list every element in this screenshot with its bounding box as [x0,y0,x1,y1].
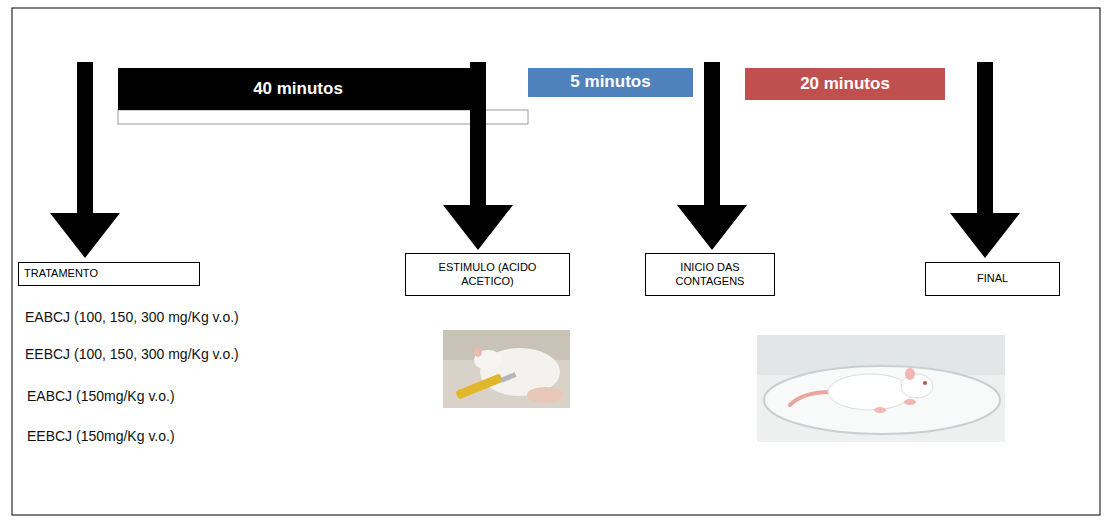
treatment-label: EEBCJ (150mg/Kg v.o.) [27,428,175,444]
node-text: TRATAMENTO [24,267,98,280]
frame [12,8,1100,515]
time-band: 5 minutos [528,68,693,97]
step-box: ESTIMULO (ACIDO ACETICO) [405,253,570,296]
node-text: 5 minutos [570,72,650,92]
time-band: 20 minutos [745,68,945,100]
treatment-label: EABCJ (100, 150, 300 mg/Kg v.o.) [25,309,239,325]
node-text: 20 minutos [800,74,890,94]
photo-injection [443,330,570,408]
node-text: INICIO DAS CONTAGENS [664,261,756,287]
step-box: FINAL [925,262,1060,296]
treatment-label: EABCJ (150mg/Kg v.o.) [27,388,175,404]
time-band: 40 minutos [118,68,478,110]
band-outline [118,110,528,124]
down-arrows [50,62,1020,258]
node-text: FINAL [977,272,1008,285]
node-text: 40 minutos [253,79,343,99]
step-box: TRATAMENTO [18,262,200,286]
photo-observation [757,335,1005,442]
treatment-label: EEBCJ (100, 150, 300 mg/Kg v.o.) [25,346,239,362]
down-arrow [50,62,120,258]
step-box: INICIO DAS CONTAGENS [645,253,775,296]
node-text: ESTIMULO (ACIDO ACETICO) [425,261,550,287]
down-arrow [950,62,1020,258]
